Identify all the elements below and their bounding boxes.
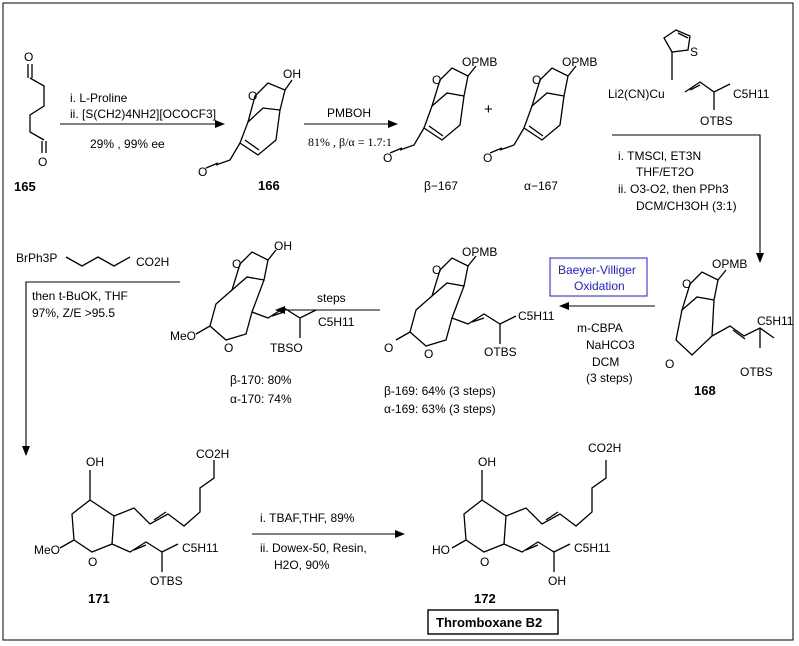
opmb-alpha167: OPMB: [562, 55, 597, 69]
ring-oxygen-170: O: [232, 257, 241, 271]
step7-reagent-i: i. TBAF,THF, 89%: [260, 511, 355, 525]
step1-yield: 29% , 99% ee: [90, 137, 165, 151]
opmb-beta167: OPMB: [462, 55, 497, 69]
step1-reagent-i: i. L-Proline: [70, 91, 128, 105]
baeyer-villiger-box: [549, 257, 648, 297]
step4-base: NaHCO3: [586, 338, 635, 352]
step7-conditions: H2O, 90%: [274, 558, 330, 572]
aldehyde-oxygen-alpha167: O: [483, 151, 492, 165]
pentyl-170: C5H11: [318, 315, 355, 329]
compound-169-structure: [395, 255, 517, 347]
yield-beta169: β-169: 64% (3 steps): [384, 384, 496, 398]
aldehyde-oxygen-166: O: [198, 165, 207, 179]
reaction-arrow-6: [22, 281, 180, 456]
yield-alpha170: α-170: 74%: [230, 392, 292, 406]
step1-reagent-ii: ii. [S(CH2)4NH2][OCOCF3]: [70, 107, 216, 121]
pyran-oxygen-170: O: [224, 341, 233, 355]
ring-oxygen-beta167: O: [432, 73, 441, 87]
hemiacetal-oh-172: HO: [432, 543, 450, 557]
tbso-170: TBSO: [270, 341, 303, 355]
ketone-oxygen-168: O: [665, 357, 674, 371]
hydroxyl-172: OH: [478, 455, 496, 469]
compound-172-structure: [451, 460, 607, 572]
lactone-oxygen-169: O: [424, 347, 433, 361]
aldehyde-oxygen-165a: O: [24, 50, 33, 64]
acid-171: CO2H: [196, 447, 229, 461]
opmb-169: OPMB: [462, 245, 497, 259]
compound-label-171: 171: [88, 591, 110, 606]
plus-sign: +: [484, 101, 493, 118]
ring-oxygen-166: O: [248, 89, 257, 103]
step2-yield: 81% , β/α = 1.7:1: [308, 135, 392, 149]
product-name-box: [427, 609, 559, 635]
ring-oxygen-168: O: [682, 277, 691, 291]
compound-165-structure: [27, 64, 47, 153]
compound-label-166: 166: [258, 178, 280, 193]
step5-label: steps: [317, 291, 346, 305]
compound-170-structure: [195, 249, 317, 341]
step7-reagent-ii: ii. Dowex-50, Resin,: [260, 541, 367, 555]
yield-beta170: β-170: 80%: [230, 373, 292, 387]
hydroxyl-170: OH: [274, 239, 292, 253]
acid-172: CO2H: [588, 441, 621, 455]
step3-solvent: THF/ET2O: [636, 165, 694, 179]
compound-label-172: 172: [474, 591, 496, 606]
step6-yield: 97%, Z/E >95.5: [32, 306, 115, 320]
otbs-168: OTBS: [740, 365, 773, 379]
compound-166-structure: [205, 79, 293, 169]
aldehyde-oxygen-beta167: O: [383, 151, 392, 165]
compound-label-165: 165: [14, 179, 36, 194]
step4-steps: (3 steps): [586, 371, 633, 385]
pyran-oxygen-172: O: [480, 555, 489, 569]
pentyl-169: C5H11: [518, 309, 555, 323]
wittig-chain: [65, 256, 131, 267]
otbs-169: OTBS: [484, 345, 517, 359]
cuprate-otbs: OTBS: [700, 114, 733, 128]
pyran-oxygen-171: O: [88, 555, 97, 569]
wittig-reagent: BrPh3P: [16, 251, 57, 265]
compound-168-structure: [675, 269, 775, 356]
otbs-171: OTBS: [150, 574, 183, 588]
pentyl-168: C5H11: [757, 314, 794, 328]
ring-oxygen-alpha167: O: [532, 73, 541, 87]
step3-reagent-ii: ii. O3-O2, then PPh3: [618, 182, 729, 196]
product-name: Thromboxane B2: [436, 615, 542, 630]
compound-label-alpha167: α−167: [524, 179, 558, 193]
baeyer-villiger-label-2: Oxidation: [574, 279, 625, 293]
yield-alpha169: α-169: 63% (3 steps): [384, 402, 496, 416]
cuprate-pentyl: C5H11: [733, 87, 770, 101]
hydroxyl-171: OH: [86, 455, 104, 469]
compound-beta167-structure: [389, 65, 477, 154]
reaction-arrow-3: [612, 134, 764, 263]
step4-reagent: m-CBPA: [577, 321, 623, 335]
aldehyde-oxygen-165b: O: [38, 155, 47, 169]
hydroxyl-166: OH: [283, 67, 301, 81]
cuprate-structure: [663, 29, 731, 110]
pentyl-171: C5H11: [182, 541, 219, 555]
thiophene-sulfur: S: [690, 45, 698, 59]
opmb-168: OPMB: [712, 257, 747, 271]
step6-base: then t-BuOK, THF: [32, 289, 128, 303]
hydroxyl-chain-172: OH: [548, 574, 566, 588]
cuprate-label: Li2(CN)Cu: [608, 87, 665, 101]
compound-171-structure: [59, 460, 215, 572]
step3-solvent-ii: DCM/CH3OH (3:1): [636, 199, 737, 213]
methoxy-170: MeO: [170, 329, 196, 343]
lactone-carbonyl-169: O: [384, 341, 393, 355]
ring-oxygen-169: O: [432, 263, 441, 277]
step4-solvent: DCM: [592, 355, 619, 369]
wittig-acid: CO2H: [136, 255, 169, 269]
methoxy-171: MeO: [34, 543, 60, 557]
compound-label-beta167: β−167: [424, 179, 458, 193]
compound-label-168: 168: [694, 383, 716, 398]
baeyer-villiger-label-1: Baeyer-Villiger: [558, 263, 636, 277]
step3-reagent-i: i. TMSCl, ET3N: [618, 149, 701, 163]
compound-alpha167-structure: [489, 65, 577, 154]
pentyl-172: C5H11: [574, 541, 611, 555]
step2-reagent: PMBOH: [327, 106, 371, 120]
